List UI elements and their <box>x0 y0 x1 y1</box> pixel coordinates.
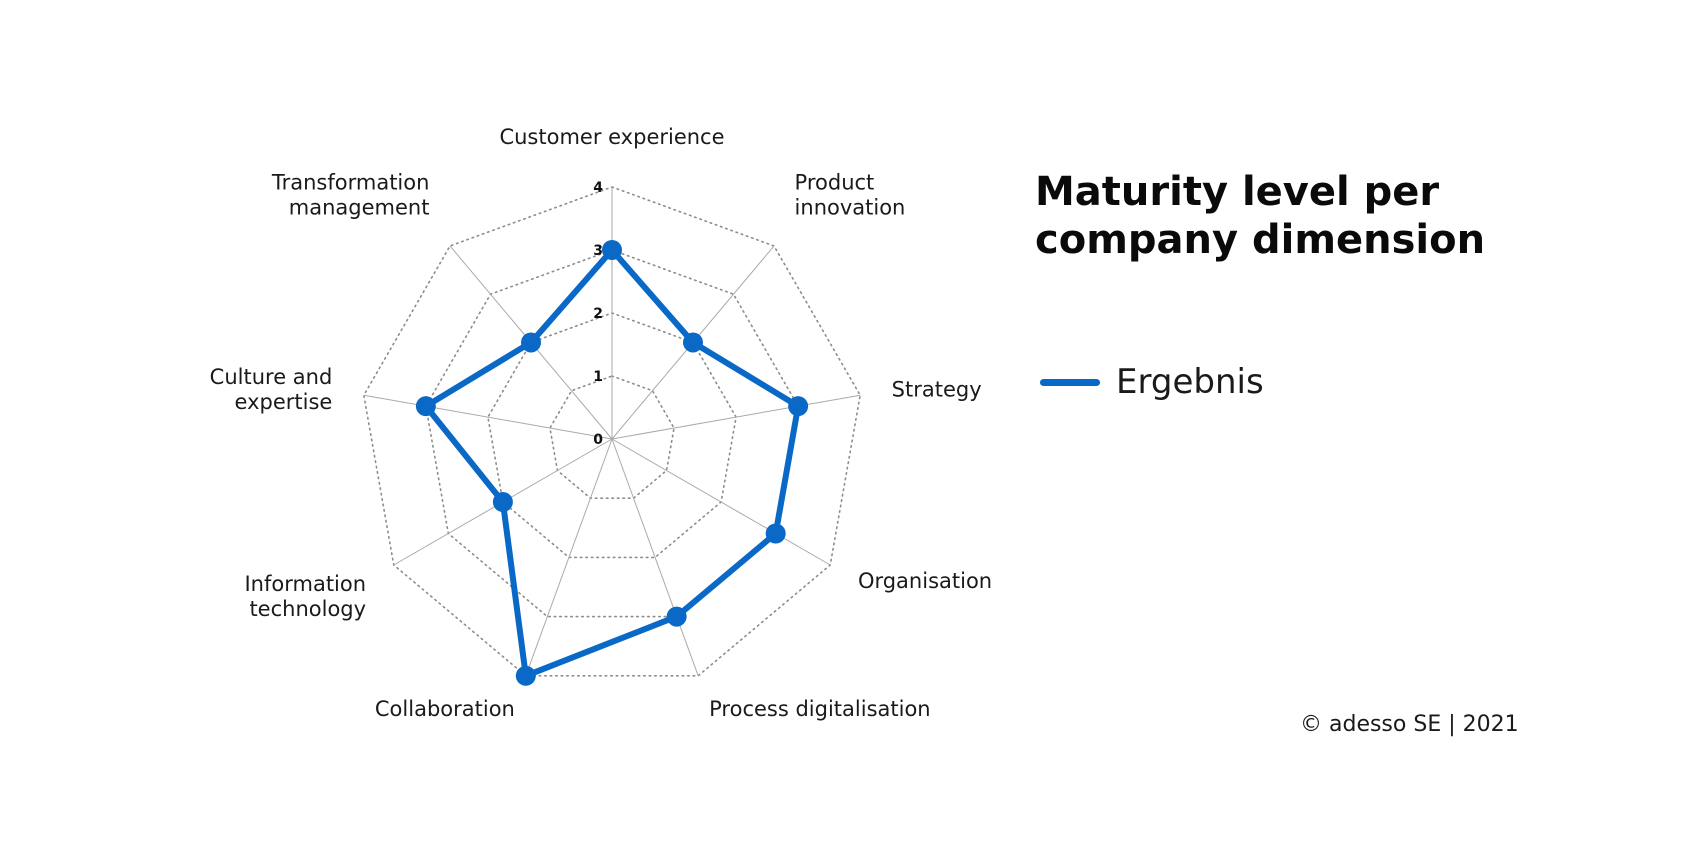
grid-ring-3 <box>425 249 799 618</box>
axis-label-4: Organisation <box>858 569 992 593</box>
legend-swatch-ergebnis <box>1040 378 1100 386</box>
data-point-4 <box>765 523 786 544</box>
tick-labels: 0 1 2 3 4 <box>593 180 603 448</box>
axis-label-6: Collaboration <box>375 697 515 721</box>
grid-ring-1 <box>549 375 675 500</box>
data-point-3 <box>788 396 809 417</box>
chart-title: Maturity level per company dimension <box>1035 168 1655 264</box>
series-line-1 <box>422 247 802 679</box>
grid-spoke-5 <box>611 438 699 676</box>
grid-spoke-4 <box>611 438 831 566</box>
series-1 <box>415 240 809 686</box>
data-point-5 <box>666 606 687 627</box>
tick-label-2: 2 <box>593 306 603 322</box>
data-point-9 <box>521 332 542 353</box>
radar-grid <box>362 186 862 677</box>
grid-ring-4 <box>362 186 862 677</box>
axis-label-5: Process digitalisation <box>709 697 930 721</box>
legend: Ergebnis <box>1040 362 1264 402</box>
data-point-7 <box>492 492 513 512</box>
data-point-6 <box>515 665 536 686</box>
legend-label-ergebnis: Ergebnis <box>1116 362 1264 402</box>
tick-label-0: 0 <box>593 432 603 448</box>
chart-title-line-1: Maturity level per <box>1035 169 1440 215</box>
axis-label-3: Strategy <box>892 378 982 402</box>
tick-label-4: 4 <box>593 180 603 196</box>
grid-spoke-6 <box>525 438 613 676</box>
data-point-2 <box>682 332 703 353</box>
grid-spoke-8 <box>363 394 613 440</box>
copyright-notice: © adesso SE | 2021 <box>1300 712 1519 737</box>
tick-label-1: 1 <box>593 369 603 385</box>
chart-title-line-2: company dimension <box>1035 217 1486 263</box>
data-point-8 <box>415 396 436 417</box>
grid-spoke-3 <box>611 394 861 440</box>
tick-label-3: 3 <box>593 243 603 259</box>
axis-label-1: Customer experience <box>499 125 724 149</box>
data-point-1 <box>602 240 622 260</box>
